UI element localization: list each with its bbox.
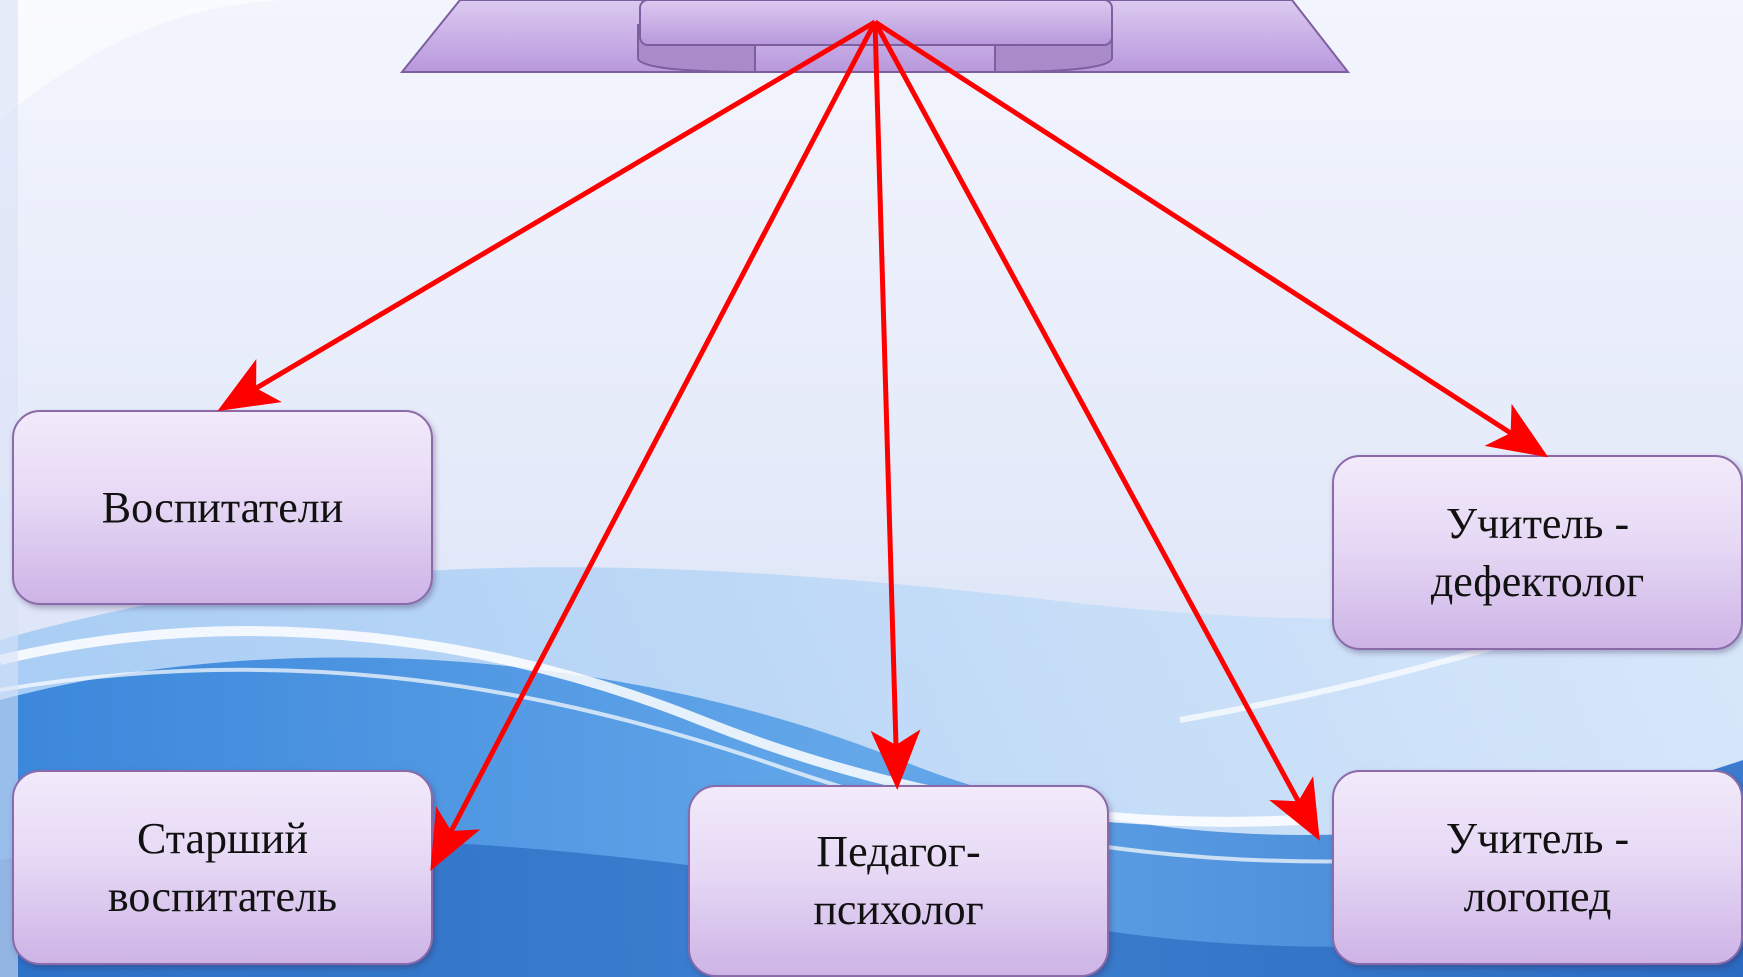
box-logoped-line-2: логопед bbox=[1463, 871, 1612, 921]
box-defektolog-line-1: Учитель - bbox=[1445, 498, 1630, 548]
box-vospitateli-label: Воспитатели bbox=[101, 482, 344, 532]
box-pedagog-psiholog: Педагог- психолог bbox=[688, 785, 1109, 977]
box-vospitateli: Воспитатели bbox=[12, 410, 433, 605]
box-logoped-line-1: Учитель - bbox=[1445, 813, 1630, 863]
box-starshiy-vospitatel: Старший воспитатель bbox=[12, 770, 433, 965]
box-starshiy-line-2: воспитатель bbox=[107, 871, 338, 921]
box-psiholog-line-1: Педагог- bbox=[816, 827, 981, 876]
box-psiholog-line-2: психолог bbox=[813, 885, 984, 934]
box-uchitel-logoped: Учитель - логопед bbox=[1332, 770, 1743, 965]
box-defektolog-line-2: дефектолог bbox=[1430, 556, 1645, 606]
box-uchitel-defektolog: Учитель - дефектолог bbox=[1332, 455, 1743, 650]
box-starshiy-line-1: Старший bbox=[136, 813, 309, 863]
